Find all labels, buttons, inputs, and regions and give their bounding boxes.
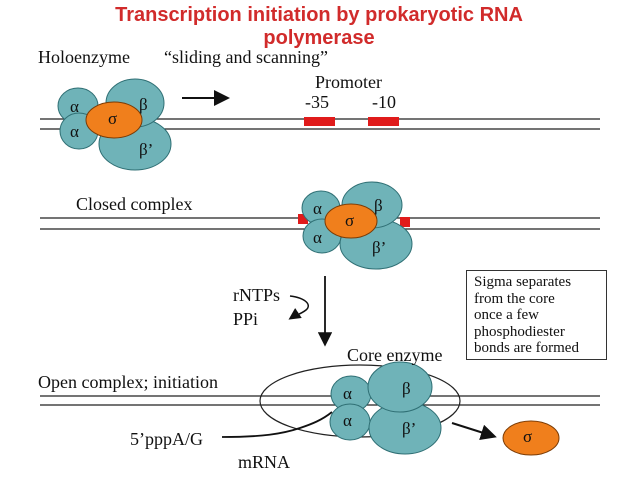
note-line: phosphodiester	[474, 323, 565, 340]
note-line: bonds are formed	[474, 340, 579, 356]
alpha-label: α	[343, 384, 352, 403]
beta-prime-label: β’	[372, 238, 387, 257]
note-line: Sigma separates	[474, 274, 572, 290]
rntps-label: rNTPs	[233, 285, 281, 305]
promoter-minus35-box	[304, 117, 335, 126]
note-line: once a few	[474, 307, 539, 323]
holoenzyme-label: Holoenzyme	[38, 47, 130, 67]
core-enzyme	[329, 361, 442, 455]
sigma-label: σ	[108, 109, 118, 128]
alpha-label: α	[70, 122, 79, 141]
pppag-label: 5’pppA/G	[130, 429, 203, 449]
alpha-label: α	[70, 97, 79, 116]
promoter-label: Promoter	[315, 72, 382, 92]
beta-label: β	[374, 196, 383, 215]
diagram-title-line2: polymerase	[263, 27, 375, 49]
beta-label: β	[402, 379, 411, 398]
released-sigma-label: σ	[523, 427, 533, 446]
holoenzyme-complex	[57, 78, 172, 171]
beta-prime-label: β’	[402, 419, 417, 438]
ppi-label: PPi	[233, 309, 259, 329]
rntps-ppi-curve-arrow	[288, 295, 310, 320]
beta-subunit	[367, 361, 433, 413]
closed-promoter-left-mark	[298, 214, 308, 224]
released-sigma-subunit	[502, 420, 560, 456]
closed-complex-label: Closed complex	[76, 194, 193, 214]
dna-strand-row3	[40, 395, 600, 406]
mrna-strand	[221, 411, 333, 438]
sigma-separation-note: Sigma separates from the core once a few…	[466, 270, 607, 360]
diagram-title-line1: Transcription initiation by prokaryotic …	[115, 4, 523, 26]
beta-label: β	[139, 95, 148, 114]
beta-prime-label: β’	[139, 140, 154, 159]
open-complex-label: Open complex; initiation	[38, 372, 218, 392]
sliding-scanning-label: “sliding and scanning”	[164, 47, 328, 67]
promoter-minus10-box	[368, 117, 399, 126]
alpha-label: α	[313, 228, 322, 247]
sigma-release-arrow	[451, 422, 497, 440]
closed-promoter-right-mark	[400, 217, 410, 227]
alpha-label: α	[343, 411, 352, 430]
note-line: from the core	[474, 290, 555, 307]
sigma-subunit	[85, 101, 143, 139]
closed-complex-enzyme	[301, 181, 413, 270]
core-enzyme-label: Core enzyme	[347, 345, 443, 365]
minus10-label: -10	[372, 92, 396, 112]
sigma-label: σ	[345, 211, 355, 230]
alpha-label: α	[313, 199, 322, 218]
sigma-subunit	[324, 203, 378, 239]
mrna-label: mRNA	[238, 452, 291, 472]
minus35-label: -35	[305, 92, 329, 112]
